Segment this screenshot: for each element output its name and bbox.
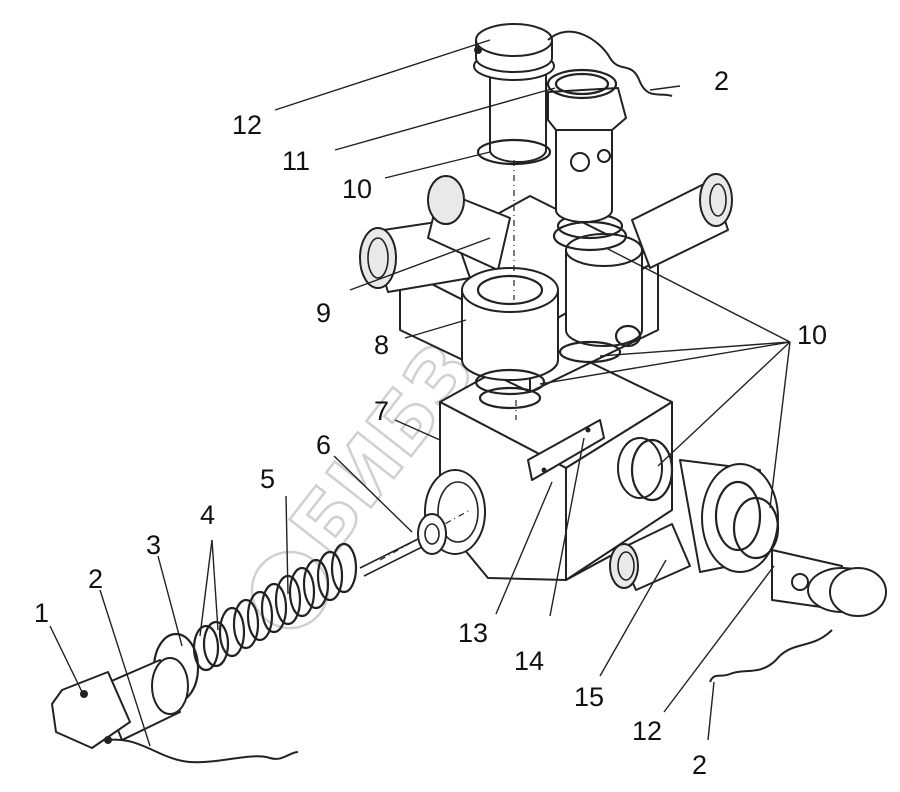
callout-11: 11 — [282, 146, 310, 176]
callout-6: 6 — [316, 430, 331, 460]
callout-8: 8 — [374, 330, 389, 360]
lock-wire-top — [547, 30, 673, 97]
callout-10-right: 10 — [797, 320, 827, 350]
fitting-8 — [461, 267, 559, 410]
callout-10-top: 10 — [342, 174, 372, 204]
callout-3: 3 — [146, 530, 161, 560]
callout-12-bottom: 12 — [632, 716, 662, 746]
callout-12-top: 12 — [232, 110, 262, 140]
spring-assembly — [51, 513, 447, 749]
fitting-right — [552, 212, 643, 364]
callout-15: 15 — [574, 682, 604, 712]
callout-5: 5 — [260, 464, 275, 494]
callouts: 12 11 10 2 9 8 10 7 6 5 4 3 2 1 13 14 15… — [34, 66, 827, 780]
callout-9: 9 — [316, 298, 331, 328]
callout-7: 7 — [374, 396, 389, 426]
callout-2-bottom: 2 — [692, 750, 707, 780]
lock-wire-left — [107, 738, 299, 764]
callout-2-left: 2 — [88, 564, 103, 594]
banjo-bolt-11 — [546, 68, 627, 223]
callout-13: 13 — [458, 618, 488, 648]
lock-wire-right — [709, 629, 833, 683]
spring-5 — [218, 542, 358, 658]
bolt-12-top — [473, 23, 555, 166]
callout-2-top: 2 — [714, 66, 729, 96]
pipe-right — [631, 173, 733, 269]
right-assembly — [609, 438, 887, 617]
callout-1: 1 — [34, 598, 49, 628]
callout-4: 4 — [200, 500, 215, 530]
callout-14: 14 — [514, 646, 544, 676]
leader-lines — [49, 39, 791, 747]
